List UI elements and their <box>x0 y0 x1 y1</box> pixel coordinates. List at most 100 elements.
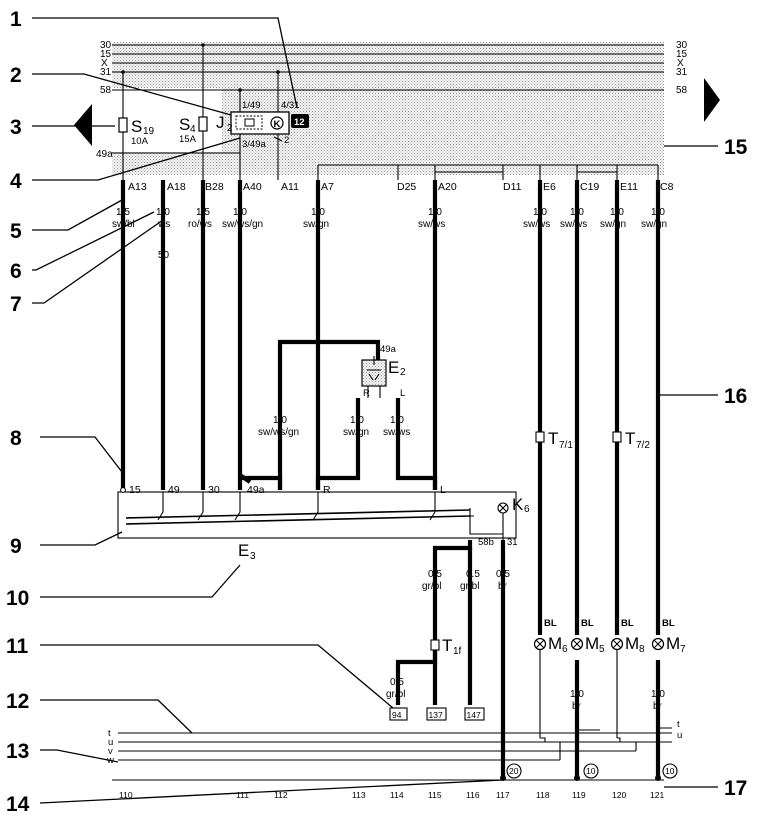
rail-label-left-30: 30 <box>100 40 112 51</box>
relay-j2-sub: 2 <box>227 123 233 134</box>
bus-left-t: t <box>108 728 111 739</box>
lower-wire-2-color: gr/bl <box>460 581 479 592</box>
lamp-k6-sub: 6 <box>524 504 530 515</box>
fuse-s4 <box>198 43 208 180</box>
fuse-s4-sub: 4 <box>190 124 196 135</box>
wire-annotations: 1.5 sw/bl 1.0 ws 1.5 ro/ws 1.0 sw/ws/gn … <box>112 207 667 261</box>
lower-wire-6-size: 1.0 <box>651 689 665 700</box>
fuse-s4-rating: 15A <box>179 134 197 145</box>
callout-15: 15 <box>724 136 748 159</box>
signal-bus <box>118 732 672 761</box>
bulb-m6-name: M <box>548 634 562 653</box>
callout-3: 3 <box>10 116 22 139</box>
wire-b28-color: ro/ws <box>188 219 212 230</box>
connector-d11: D11 <box>503 181 522 193</box>
lower-wires <box>395 540 672 778</box>
rail-label-right-x: X <box>677 58 684 69</box>
bulb-m7 <box>651 637 665 651</box>
callout-16: 16 <box>724 385 747 408</box>
callout-1: 1 <box>10 8 22 31</box>
bulb-m7-sub: 7 <box>680 644 686 655</box>
mid-wire-3-size: 1.0 <box>390 415 404 426</box>
callout-7: 7 <box>10 293 22 316</box>
ground-20: 20 <box>509 766 519 776</box>
relay-j2: K <box>230 70 290 180</box>
connector-a7: A7 <box>321 181 334 193</box>
rail-label-left-15: 15 <box>100 49 112 60</box>
ground-10a: 10 <box>586 766 596 776</box>
track-112: 112 <box>274 790 288 800</box>
bulb-m8-sub: 8 <box>639 644 645 655</box>
wire-a18-mark-50: 50 <box>158 250 170 261</box>
k6-pin-58b: 58b <box>478 537 494 548</box>
fuse-s4-name: S <box>179 115 190 134</box>
wire-b28-size: 1.5 <box>196 207 210 218</box>
fuse-s19-name: S <box>131 117 142 136</box>
connector-d25: D25 <box>397 181 416 193</box>
track-numbers: 110 111 112 113 114 115 116 117 118 119 … <box>119 790 664 800</box>
ground-point-121 <box>655 775 661 781</box>
ground-marker-10a <box>583 763 599 779</box>
rail-label-right-15: 15 <box>676 49 688 60</box>
connector-t7-1-name: T <box>548 429 558 448</box>
bulb-m6-tag: BL <box>544 618 557 629</box>
bulb-m6 <box>533 637 547 651</box>
rail-label-left-31: 31 <box>100 67 112 78</box>
track-121: 121 <box>650 790 664 800</box>
switch-e2-pin-l: L <box>400 388 405 399</box>
connector-a18: A18 <box>167 181 186 193</box>
ground-marker-20 <box>506 763 522 779</box>
wire-a20-size: 1.0 <box>428 207 442 218</box>
bulb-m8-tag: BL <box>621 618 634 629</box>
rail-label-49a: 49a <box>96 149 113 160</box>
bulb-m5-sub: 5 <box>599 644 605 655</box>
track-117: 117 <box>496 790 510 800</box>
e3-pin-15: 15 <box>129 484 141 496</box>
next-page-arrow-icon[interactable] <box>704 78 720 122</box>
e3-pin-49a: 49a <box>247 484 265 496</box>
relay-j2-pin-1: 1/49 <box>242 100 261 111</box>
mid-wire-1-color: sw/ws/gn <box>258 427 299 438</box>
connector-a11: A11 <box>281 181 299 193</box>
callout-2: 2 <box>10 64 22 87</box>
bulb-m8 <box>610 637 624 651</box>
callout-5: 5 <box>10 220 22 243</box>
track-119: 119 <box>572 790 586 800</box>
switch-e3-sub: 3 <box>250 551 256 562</box>
e3-pin-30: 30 <box>208 484 220 496</box>
connector-a40: A40 <box>243 181 262 193</box>
bulb-m5-tag: BL <box>581 618 594 629</box>
callout-4: 4 <box>10 170 22 193</box>
track-120: 120 <box>612 790 626 800</box>
bus-left-u: u <box>108 737 113 748</box>
connector-e6: E6 <box>543 181 556 193</box>
switch-e3-name: E <box>238 541 249 560</box>
connector-t1f-name: T <box>442 636 452 655</box>
wire-c8-size: 1.0 <box>651 207 665 218</box>
wire-a20-color: sw/ws <box>418 219 445 230</box>
e3-pin-l: L <box>440 484 446 496</box>
wire-a40-color: sw/ws/gn <box>222 219 263 230</box>
ground-point-119 <box>574 775 580 781</box>
rail-label-right-31: 31 <box>676 67 688 78</box>
fuse-s19-sub: 19 <box>143 126 155 137</box>
wire-a18-color: ws <box>157 219 170 230</box>
switch-e2-pin-r: R <box>363 388 370 399</box>
lower-wire-5-size: 1.0 <box>570 689 584 700</box>
svg-text:K: K <box>274 119 281 130</box>
callout-14: 14 <box>6 793 30 816</box>
connector-t1f <box>430 639 440 651</box>
callout-17: 17 <box>724 777 747 800</box>
ref-94: 94 <box>392 710 402 720</box>
callout-9: 9 <box>10 535 22 558</box>
relay-j2-pin-3: 3/49a <box>242 139 266 150</box>
callout-leaders <box>32 17 718 804</box>
wire-a40-size: 1.0 <box>233 207 247 218</box>
wire-c19-size: 1.0 <box>570 207 584 218</box>
previous-page-arrow-icon[interactable] <box>74 104 92 146</box>
relay-position-badge <box>291 114 309 128</box>
lower-wire-1-size: 0.5 <box>428 569 442 580</box>
lower-wire-5-color: br <box>572 701 582 712</box>
bulb-m5 <box>570 637 584 651</box>
